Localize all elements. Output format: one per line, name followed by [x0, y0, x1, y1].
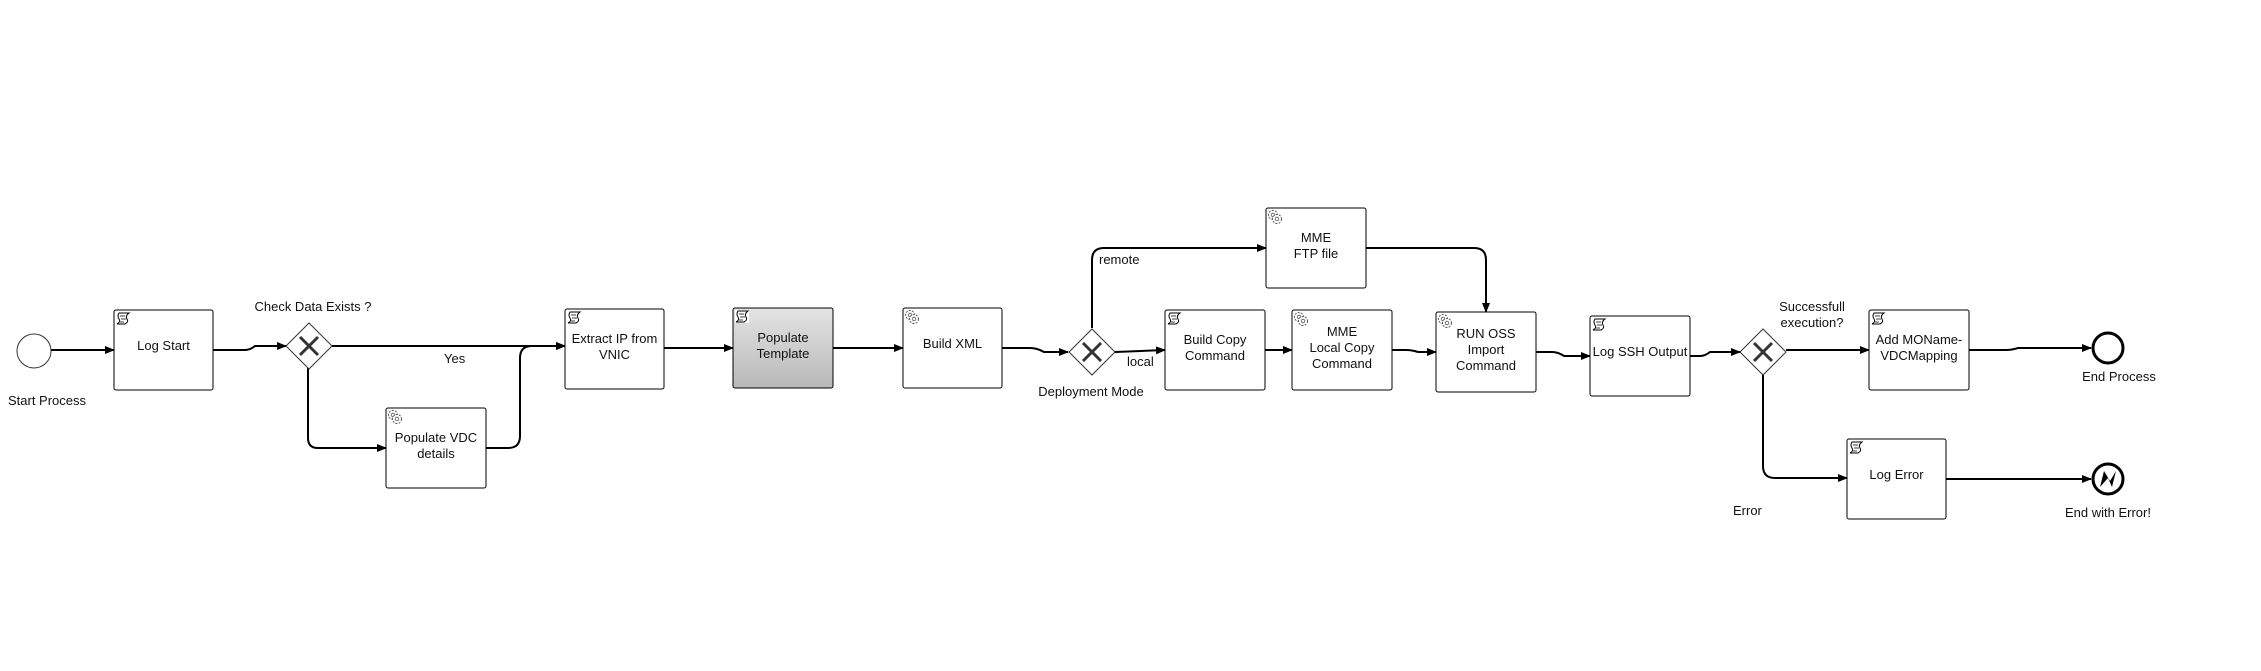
flow-populatevdc-to-extractip[interactable]: [486, 342, 566, 449]
service-task-gear-icon: [905, 310, 919, 324]
flow-label-error: Error: [1733, 503, 1763, 518]
task-label: Build Copy: [1184, 332, 1247, 347]
start-event[interactable]: [16, 333, 52, 369]
task-label: Template: [757, 346, 810, 361]
service-task-gear-icon: [388, 410, 402, 424]
task-label: Log SSH Output: [1593, 344, 1688, 359]
script-task-icon: [1592, 318, 1607, 331]
flow-label-local: local: [1127, 354, 1154, 369]
script-task-icon: [116, 312, 131, 325]
task-log-ssh[interactable]: Log SSH Output: [1589, 315, 1691, 397]
service-task-gear-icon: [1294, 312, 1308, 326]
task-label: MME: [1327, 324, 1358, 339]
flow-label-yes: Yes: [444, 351, 466, 366]
task-label: VDCMapping: [1880, 348, 1957, 363]
gateway-deployment-label: Deployment Mode: [1038, 384, 1144, 399]
end-error-event[interactable]: [2091, 462, 2125, 496]
end-error-event-label: End with Error!: [2065, 505, 2151, 520]
task-label: MME: [1301, 230, 1332, 245]
task-label: Log Start: [137, 338, 190, 353]
task-label: Log Error: [1869, 467, 1924, 482]
service-task-gear-icon: [1438, 314, 1452, 328]
flow-runoss-to-logssh[interactable]: [1536, 351, 1591, 360]
task-label: Add MOName-: [1876, 332, 1963, 347]
flow-mmeftp-to-runoss[interactable]: [1366, 247, 1490, 313]
flow-logstart-to-checkdata[interactable]: [213, 342, 287, 351]
task-label: Command: [1456, 358, 1516, 373]
task-label: Extract IP from: [572, 331, 658, 346]
task-label: Import: [1468, 342, 1505, 357]
task-label: RUN OSS: [1456, 326, 1516, 341]
gateway-success-label-line1: Successfull: [1779, 299, 1845, 314]
exclusive-x-icon: [1752, 341, 1774, 363]
task-log-error[interactable]: Log Error: [1846, 438, 1947, 520]
gateway-deployment-mode[interactable]: [1068, 328, 1116, 376]
task-label: FTP file: [1294, 246, 1339, 261]
script-task-icon: [567, 311, 582, 324]
task-label: Command: [1185, 348, 1245, 363]
task-label: Populate: [757, 330, 808, 345]
task-label: Local Copy: [1309, 340, 1375, 355]
flow-success-error-to-logerror[interactable]: [1762, 373, 1848, 482]
flow-deployment-local-to-buildcopy[interactable]: [1114, 346, 1166, 355]
sequence-flows: [49, 244, 2092, 483]
error-icon: [2100, 471, 2116, 487]
task-label: Populate VDC: [395, 430, 477, 445]
gateway-success-label-line2: execution?: [1781, 315, 1844, 330]
script-task-icon: [735, 310, 750, 323]
flow-checkdata-to-populatevdc[interactable]: [307, 368, 387, 452]
task-log-start[interactable]: Log Start: [113, 309, 214, 391]
start-event-label: Start Process: [8, 393, 87, 408]
task-label: VNIC: [599, 347, 630, 362]
flow-label-remote: remote: [1099, 252, 1139, 267]
script-task-icon: [1871, 312, 1886, 325]
task-label: Command: [1312, 356, 1372, 371]
script-task-icon: [1167, 312, 1182, 325]
flow-mmelocal-to-runoss[interactable]: [1392, 348, 1437, 356]
flow-buildxml-to-deployment[interactable]: [1002, 347, 1069, 356]
gateway-check-data-label: Check Data Exists ?: [254, 299, 371, 314]
task-label: Build XML: [923, 336, 982, 351]
end-event-label: End Process: [2082, 369, 2156, 384]
service-task-gear-icon: [1268, 210, 1282, 224]
flow-addmoname-to-end[interactable]: [1969, 344, 2092, 352]
exclusive-x-icon: [298, 335, 320, 357]
flow-logssh-to-success[interactable]: [1690, 348, 1741, 357]
task-label: details: [417, 446, 455, 461]
flow-deployment-remote-to-mmeftp[interactable]: [1091, 244, 1267, 328]
exclusive-x-icon: [1081, 341, 1103, 363]
task-add-moname[interactable]: Add MOName-VDCMapping: [1868, 309, 1970, 391]
gateway-check-data[interactable]: [285, 322, 333, 370]
end-event[interactable]: [2091, 331, 2125, 365]
task-build-xml[interactable]: Build XML: [902, 307, 1003, 389]
gateway-success[interactable]: [1739, 328, 1787, 376]
script-task-icon: [1849, 441, 1864, 454]
